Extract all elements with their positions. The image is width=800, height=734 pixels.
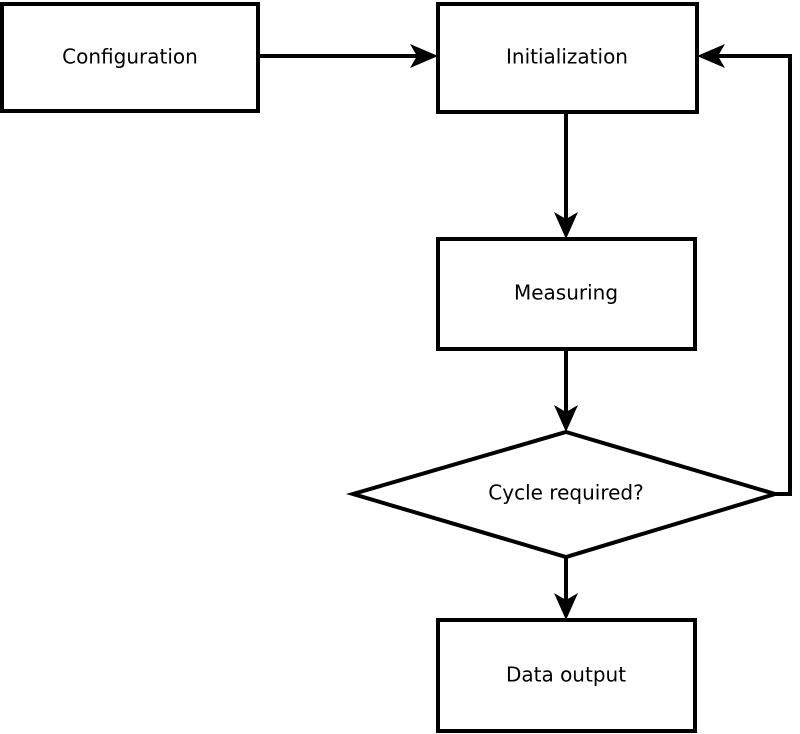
node-decision-shape[interactable] [345, 429, 782, 560]
node-measuring[interactable]: Measuring [436, 237, 697, 351]
arrow-head-config-init [410, 44, 438, 68]
node-configuration-label: Configuration [62, 45, 198, 69]
edge-decision-to-data-output [554, 557, 578, 620]
edge-configuration-to-initialization [258, 44, 438, 68]
node-measuring-shape[interactable] [436, 237, 697, 351]
node-configuration[interactable]: Configuration [0, 2, 260, 113]
edge-line-feedback-loop [711, 54, 792, 496]
node-initialization-label: Initialization [506, 45, 628, 69]
node-configuration-shape[interactable] [0, 2, 260, 113]
arrow-head-init-measuring [554, 212, 578, 239]
node-data-output[interactable]: Data output [436, 618, 697, 733]
node-initialization-shape[interactable] [436, 2, 699, 114]
arrow-head-decision-data-output [554, 593, 578, 620]
edge-initialization-to-measuring [554, 112, 578, 239]
edge-measuring-to-decision [554, 349, 578, 432]
node-data-output-shape[interactable] [436, 618, 697, 733]
node-decision[interactable]: Cycle required? [345, 429, 782, 560]
arrow-head-measuring-decision [554, 405, 578, 432]
node-decision-label: Cycle required? [488, 481, 643, 505]
node-initialization[interactable]: Initialization [436, 2, 699, 114]
edge-decision-to-initialization-feedback [697, 44, 792, 496]
node-measuring-label: Measuring [514, 281, 618, 305]
node-data-output-label: Data output [506, 663, 626, 687]
arrow-head-feedback-init [697, 44, 725, 68]
